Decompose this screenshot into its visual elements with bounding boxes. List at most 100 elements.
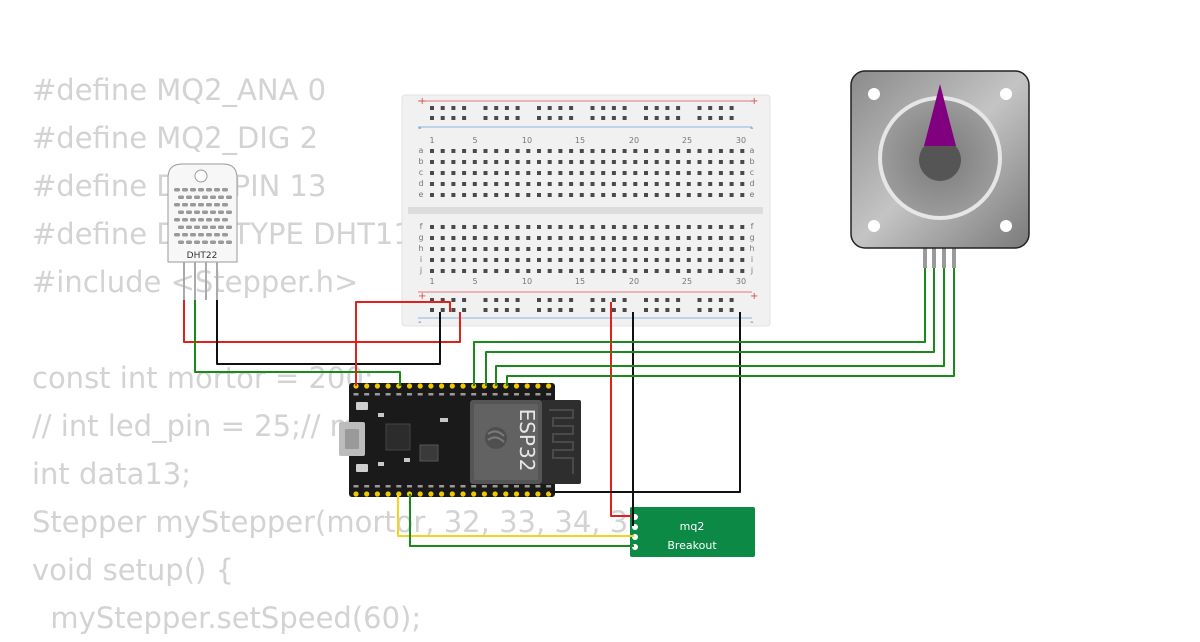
breadboard[interactable]: + + - - + + - - 1 5 10 15 20 25 30 1 5 1… (401, 94, 771, 328)
wire-dht-data[interactable] (194, 300, 401, 386)
breadboard-hole (504, 247, 509, 251)
breadboard-hole (601, 225, 606, 229)
breadboard-hole (494, 258, 499, 262)
header-pin (481, 491, 487, 497)
breadboard-hole (547, 236, 552, 240)
stepper-motor[interactable] (850, 70, 1030, 268)
wire-dht-vcc[interactable] (183, 300, 461, 343)
column-number: 25 (682, 136, 692, 145)
wire-mq2-analog[interactable] (397, 494, 634, 537)
pin-label-mark (481, 485, 487, 488)
mq2-label-line1: mq2 (680, 520, 705, 533)
breadboard-hole (590, 193, 595, 197)
en-button[interactable] (356, 402, 368, 410)
breadboard-hole (686, 182, 691, 186)
breadboard-hole (483, 193, 488, 197)
rail-hole (504, 308, 509, 312)
header-pin (524, 491, 530, 497)
breadboard-hole (494, 160, 499, 164)
row-letter: f (751, 222, 754, 231)
wire-dht-gnd[interactable] (216, 300, 441, 365)
breadboard-hole (676, 160, 681, 164)
boot-button[interactable] (356, 464, 368, 472)
breadboard-hole (430, 269, 434, 273)
breadboard-hole (440, 149, 445, 153)
breadboard-hole (740, 225, 745, 229)
breadboard-hole (644, 193, 648, 197)
breadboard-hole (654, 160, 659, 164)
breadboard-hole (547, 225, 552, 229)
rail-hole (676, 116, 681, 120)
breadboard-hole (654, 269, 659, 273)
breadboard-hole (547, 258, 552, 262)
wire-esp-gnd[interactable] (550, 312, 741, 493)
breadboard-hole (462, 182, 467, 186)
breadboard-hole (569, 225, 574, 229)
breadboard-hole (665, 171, 670, 175)
rail-plus-sign: + (418, 291, 426, 302)
breadboard-hole (515, 182, 520, 186)
breadboard-hole (430, 149, 434, 153)
rail-hole (569, 106, 574, 110)
breadboard-hole (665, 160, 670, 164)
column-number: 5 (472, 277, 477, 286)
dht22-sensor[interactable]: DHT22 (167, 163, 238, 300)
row-letter: e (419, 190, 424, 199)
breadboard-hole (462, 258, 467, 262)
mq2-board (630, 507, 755, 557)
breadboard-hole (686, 193, 691, 197)
breadboard-hole (729, 182, 734, 186)
dht22-vent-slot (198, 233, 204, 237)
breadboard-hole (451, 160, 456, 164)
dht22-vent-slot (210, 195, 216, 199)
wire-stepper-2[interactable] (485, 268, 935, 386)
dht22-vent-slot (210, 210, 216, 214)
breadboard-hole (547, 193, 552, 197)
row-letter: a (419, 146, 424, 155)
dht22-vent-slot (186, 240, 192, 244)
wire-stepper-1[interactable] (473, 268, 926, 386)
breadboard-hole (483, 160, 488, 164)
wire-mq2-vcc[interactable] (610, 302, 634, 517)
wire-esp-3v3[interactable] (355, 301, 451, 386)
rail-hole (569, 298, 574, 302)
rail-plus-sign: + (750, 291, 758, 302)
breadboard-hole (611, 160, 616, 164)
breadboard-hole (633, 258, 638, 262)
pin-label-mark (353, 393, 359, 396)
rail-hole (622, 106, 627, 110)
breadboard-hole (537, 236, 541, 240)
mq2-breakout[interactable]: mq2 Breakout (630, 507, 755, 557)
rail-hole (515, 106, 520, 110)
breadboard-column-numbers-bottom: 1 5 10 15 20 25 30 (429, 277, 746, 286)
code-line: #include <Stepper.h> (32, 265, 359, 299)
breadboard-hole (611, 225, 616, 229)
breadboard-hole (718, 247, 723, 251)
rail-hole (504, 116, 509, 120)
row-letter: c (419, 168, 423, 177)
breadboard-hole (590, 225, 595, 229)
smd-component (404, 458, 410, 462)
breadboard-hole (569, 269, 574, 273)
breadboard-hole (601, 182, 606, 186)
breadboard-hole (622, 236, 627, 240)
wires (183, 268, 955, 547)
breadboard-hole (611, 269, 616, 273)
wire-stepper-3[interactable] (495, 268, 945, 386)
rail-hole (622, 116, 627, 120)
column-number: 15 (575, 136, 585, 145)
esp32-board[interactable]: ESP32 (339, 383, 581, 497)
dht22-vent-slot (206, 203, 212, 207)
breadboard-hole (686, 160, 691, 164)
wire-stepper-4[interactable] (506, 268, 955, 386)
breadboard-hole (440, 269, 445, 273)
rail-hole (697, 308, 702, 312)
rail-hole (430, 106, 434, 110)
dht22-vent-slot (194, 240, 200, 244)
breadboard-hole (569, 236, 574, 240)
wire-mq2-digital[interactable] (409, 494, 634, 547)
rail-hole (601, 116, 606, 120)
breadboard-hole (515, 193, 520, 197)
rail-hole (430, 308, 434, 312)
